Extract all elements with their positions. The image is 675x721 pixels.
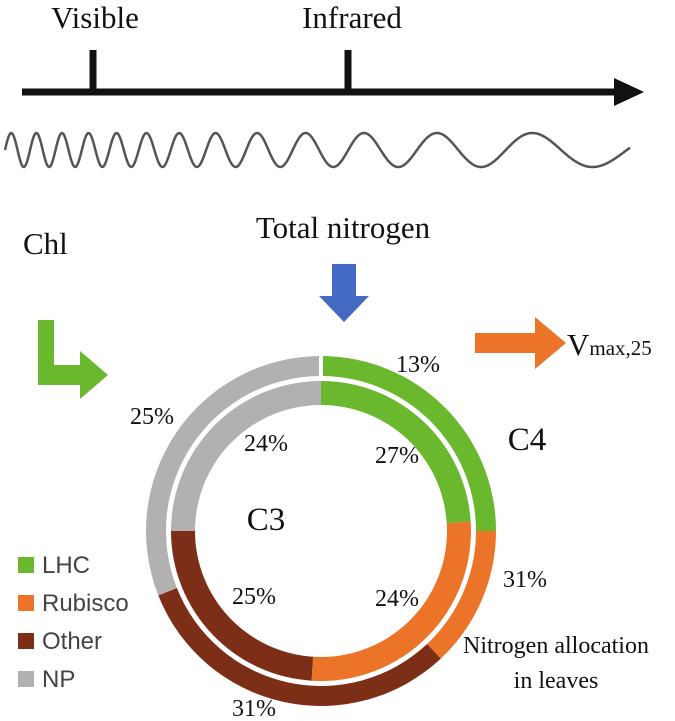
spectrum-axis-arrowhead [614,78,644,106]
outer-segment-other [158,588,441,707]
label-chl: Chl [23,226,68,261]
chl-arrow-icon [38,320,108,399]
label-vmax: Vmax,25 [567,327,652,362]
legend-swatch-other [18,633,34,649]
outer-ring-c4 [146,356,496,707]
legend-label-rubisco: Rubisco [42,590,129,617]
inner-segment-lhc [321,381,471,524]
inner-segment-other [171,531,314,681]
wavelength-wave [3,131,631,169]
outer-pct-other: 31% [503,567,547,593]
inner-pct-lhc: 24% [244,431,288,457]
inner-ring-c3 [171,381,471,681]
vmax-subscript: max,25 [589,336,651,360]
inner-segment-rubisco [311,521,471,681]
outer-segment-rubisco [427,531,496,659]
outer-pct-np: 31% [232,696,276,721]
inner-pct-other: 24% [375,586,419,612]
nitrogen-arrow-icon [319,264,369,322]
outer-pct-lhc: 25% [130,404,174,430]
outer-pct-rubisco: 13% [396,352,440,378]
legend: LHC Rubisco Other NP [18,552,129,693]
label-c3: C3 [247,502,286,538]
outer-segment-lhc [321,356,496,531]
outer-segment-np [146,356,321,596]
vmax-arrow-icon [475,317,566,369]
inner-segment-np [171,381,321,531]
inner-pct-rubisco: 27% [375,443,419,469]
caption-line-2: in leaves [514,668,599,694]
legend-label-np: NP [42,666,75,693]
label-infrared: Infrared [302,0,402,35]
legend-label-lhc: LHC [42,552,90,579]
label-visible: Visible [51,0,139,35]
legend-label-other: Other [42,628,102,655]
inner-pct-np: 25% [232,584,276,610]
caption-line-1: Nitrogen allocation [463,633,649,659]
vmax-main: V [567,327,590,362]
label-total-nitrogen: Total nitrogen [256,210,431,245]
legend-swatch-lhc [18,557,34,573]
label-c4: C4 [508,422,547,458]
legend-swatch-rubisco [18,595,34,611]
legend-swatch-np [18,671,34,687]
